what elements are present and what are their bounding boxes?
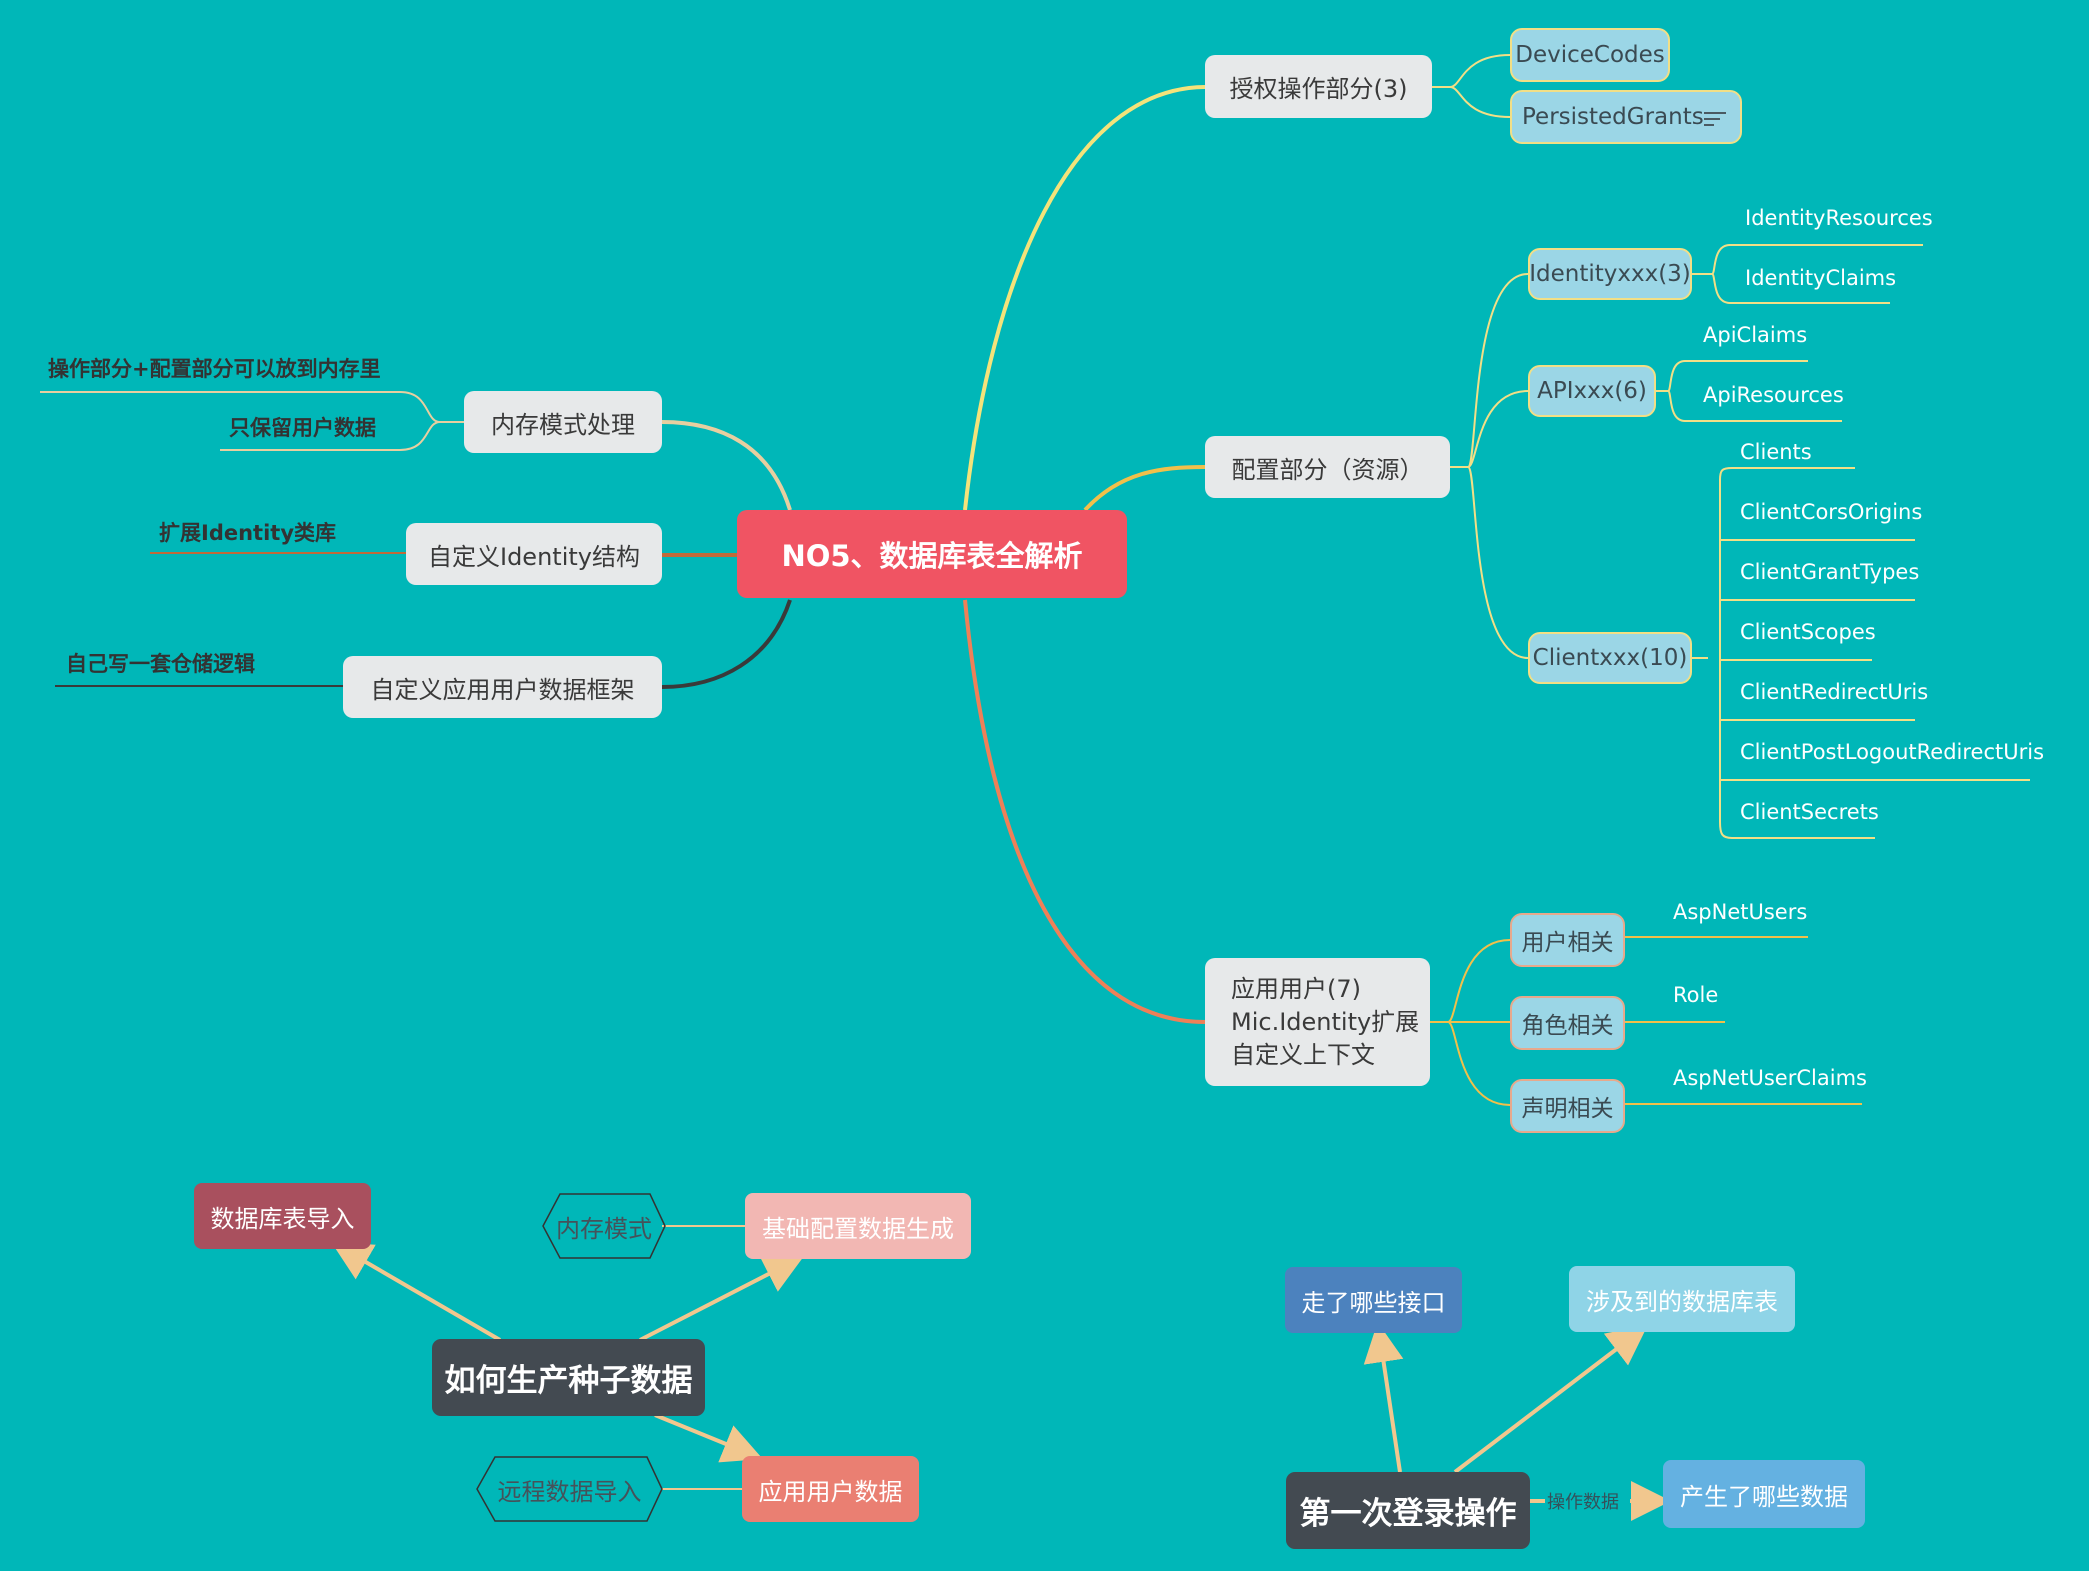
central-topic[interactable]: NO5、数据库表全解析 bbox=[737, 510, 1127, 598]
note-keep-user-data: 只保留用户数据 bbox=[229, 416, 376, 440]
floating-topic-first-login[interactable]: 第一次登录操作 bbox=[1286, 1472, 1530, 1549]
topic-auth-operations[interactable]: 授权操作部分(3) bbox=[1205, 55, 1432, 118]
leaf-identityclaims[interactable]: IdentityClaims bbox=[1745, 266, 1897, 290]
node-db-table-import[interactable]: 数据库表导入 bbox=[194, 1183, 371, 1249]
topic-config-resources[interactable]: 配置部分（资源） bbox=[1205, 436, 1450, 498]
hex-remote-import-shape bbox=[476, 1456, 663, 1522]
leaf-clientredirecturis[interactable]: ClientRedirectUris bbox=[1740, 680, 1929, 704]
leaf-apiresources[interactable]: ApiResources bbox=[1703, 383, 1844, 407]
leaf-aspnetuserclaims[interactable]: AspNetUserClaims bbox=[1673, 1066, 1867, 1090]
node-user-related[interactable]: 用户相关 bbox=[1510, 913, 1625, 967]
topic-app-user-line-1: 应用用户(7) bbox=[1231, 974, 1361, 1003]
notes-icon bbox=[1704, 108, 1726, 130]
leaf-clientscopes[interactable]: ClientScopes bbox=[1740, 620, 1876, 644]
topic-app-user[interactable]: 应用用户(7) Mic.Identity扩展 自定义上下文 bbox=[1205, 958, 1430, 1086]
hex-memory-mode-shape bbox=[542, 1193, 666, 1259]
node-tables-involved[interactable]: 涉及到的数据库表 bbox=[1569, 1266, 1795, 1332]
leaf-role[interactable]: Role bbox=[1673, 983, 1719, 1007]
note-memory-ops-config: 操作部分+配置部分可以放到内存里 bbox=[48, 357, 381, 381]
floating-topic-seed-data[interactable]: 如何生产种子数据 bbox=[432, 1339, 705, 1416]
node-devicecodes[interactable]: DeviceCodes bbox=[1510, 28, 1670, 82]
note-extend-identity: 扩展Identity类库 bbox=[159, 521, 337, 545]
topic-memory-mode[interactable]: 内存模式处理 bbox=[464, 391, 662, 453]
leaf-apiclaims[interactable]: ApiClaims bbox=[1703, 323, 1808, 347]
node-claims-related[interactable]: 声明相关 bbox=[1510, 1079, 1625, 1133]
edge-label-operation-data: 操作数据 bbox=[1547, 1492, 1619, 1513]
node-persistedgrants[interactable]: PersistedGrants bbox=[1510, 90, 1742, 144]
topic-custom-user-framework[interactable]: 自定义应用用户数据框架 bbox=[343, 656, 662, 718]
node-clientxxx[interactable]: Clientxxx(10) bbox=[1528, 632, 1692, 684]
node-role-related[interactable]: 角色相关 bbox=[1510, 996, 1625, 1050]
node-identityxxx[interactable]: Identityxxx(3) bbox=[1528, 248, 1692, 300]
label-remote-import[interactable]: 远程数据导入 bbox=[497, 1477, 642, 1506]
note-own-repository: 自己写一套仓储逻辑 bbox=[66, 652, 255, 676]
label-memory-mode[interactable]: 内存模式 bbox=[556, 1214, 652, 1243]
connector-auth bbox=[963, 85, 1206, 511]
topic-custom-identity[interactable]: 自定义Identity结构 bbox=[406, 523, 662, 585]
node-data-produced[interactable]: 产生了哪些数据 bbox=[1663, 1460, 1865, 1528]
leaf-clients[interactable]: Clients bbox=[1740, 440, 1812, 464]
leaf-identityresources[interactable]: IdentityResources bbox=[1745, 206, 1933, 230]
node-base-config-generation[interactable]: 基础配置数据生成 bbox=[745, 1193, 971, 1259]
node-persistedgrants-label: PersistedGrants bbox=[1522, 104, 1704, 130]
leaf-aspnetusers[interactable]: AspNetUsers bbox=[1673, 900, 1808, 924]
node-apixxx[interactable]: APIxxx(6) bbox=[1528, 365, 1656, 417]
topic-app-user-line-2: Mic.Identity扩展 bbox=[1231, 1007, 1420, 1036]
connector-framework bbox=[661, 599, 792, 689]
topic-app-user-line-3: 自定义上下文 bbox=[1231, 1040, 1375, 1069]
connector-memory bbox=[661, 420, 792, 511]
node-app-user-data[interactable]: 应用用户数据 bbox=[742, 1456, 919, 1522]
leaf-clientsecrets[interactable]: ClientSecrets bbox=[1740, 800, 1879, 824]
leaf-clientpostlogoutredirecturis[interactable]: ClientPostLogoutRedirectUris bbox=[1740, 740, 2045, 764]
node-interfaces-used[interactable]: 走了哪些接口 bbox=[1285, 1267, 1462, 1333]
leaf-clientgranttypes[interactable]: ClientGrantTypes bbox=[1740, 560, 1920, 584]
connector-config bbox=[1083, 465, 1206, 512]
connector-user bbox=[963, 599, 1206, 1024]
leaf-clientcorsorigins[interactable]: ClientCorsOrigins bbox=[1740, 500, 1923, 524]
